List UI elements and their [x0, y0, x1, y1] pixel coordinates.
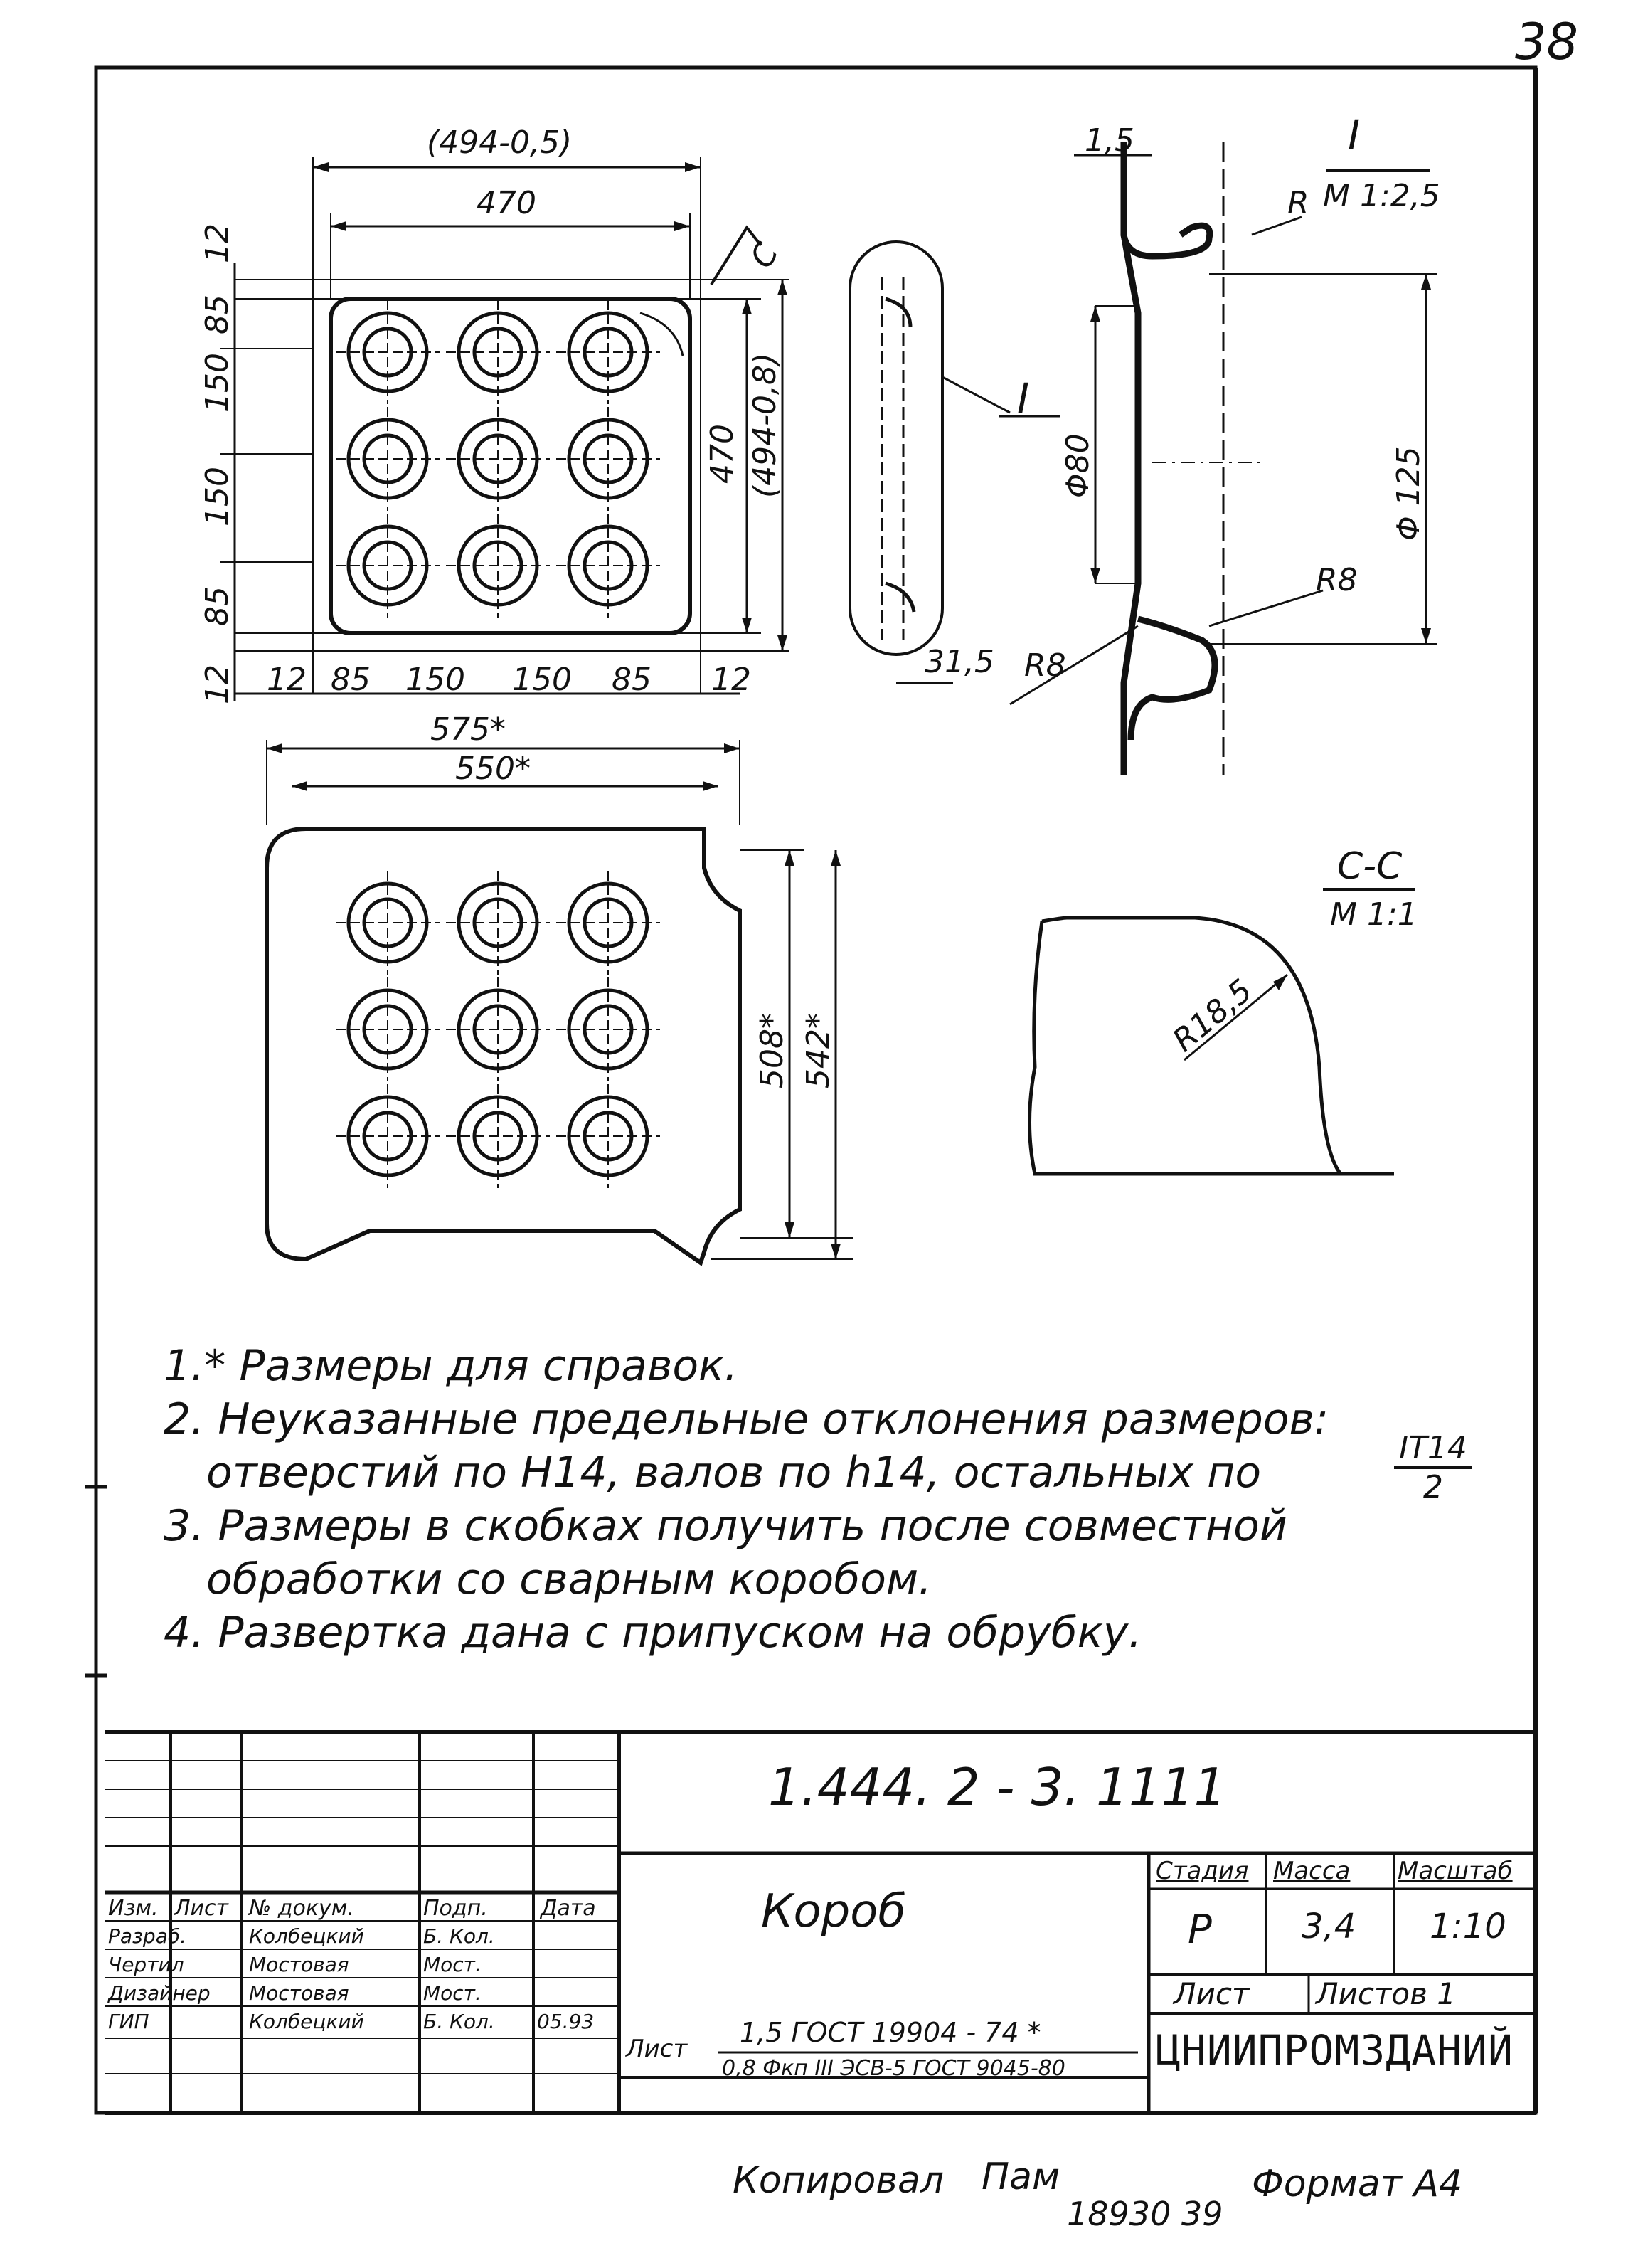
sheets-label: Листов 1: [1316, 1976, 1456, 2011]
copied-signature: Пам: [982, 2156, 1060, 2198]
chain-dim-label: 12: [199, 223, 235, 263]
detail-radius-label: R: [1287, 185, 1309, 221]
archive-number: 18930 39: [1067, 2195, 1223, 2233]
hdr-list: Лист: [174, 1896, 229, 1921]
note-2-cont: отверстий по Н14, валов по h14, остальны…: [206, 1448, 1262, 1498]
hdr-izm: Изм.: [108, 1896, 159, 1921]
note-4: 4. Развертка дана с припуском на обрубку…: [164, 1608, 1142, 1658]
chain-dim-label: 85: [612, 662, 652, 698]
flat-outer-label: 575*: [430, 711, 506, 748]
note-2: 2. Неуказанные предельные отклонения раз…: [164, 1394, 1329, 1444]
dim-height-label: 31,5: [925, 644, 994, 680]
section-title-label: C-C: [1337, 845, 1403, 888]
material-top: 1,5 ГОСТ 19904 - 74 *: [740, 2017, 1041, 2048]
role-1-name: Колбецкий: [249, 1924, 364, 1948]
chain-dim-label: 150: [405, 662, 465, 698]
section-radius-label: R18,5: [1166, 973, 1259, 1059]
title-block-grid: [105, 1730, 1536, 2115]
copied-label: Копировал: [733, 2159, 945, 2202]
flat-vert-inner-label: 508*: [754, 1013, 790, 1088]
format-label: Формат А4: [1252, 2163, 1463, 2205]
role-2: Чертил: [108, 1953, 184, 1976]
mass-value: 3,4: [1302, 1907, 1356, 1946]
r8-right-label: R8: [1316, 562, 1358, 598]
designation: 1.444. 2 - 3. 1111: [768, 1757, 1227, 1817]
note-3: 3. Размеры в скобках получить после совм…: [164, 1501, 1287, 1551]
chain-dim-label: 85: [331, 662, 371, 698]
section-mark-label: C: [743, 237, 786, 274]
flat-pattern-view: [265, 740, 853, 1266]
stage-value: Р: [1188, 1907, 1212, 1953]
role-3-name: Мостовая: [249, 1981, 349, 2005]
chain-dim-label: 85: [199, 295, 235, 334]
material-bottom: 0,8 Фкп III ЭСВ-5 ГОСТ 9045-80: [722, 2056, 1065, 2081]
chain-dim-label: 150: [199, 353, 235, 413]
mass-label: Масса: [1273, 1857, 1351, 1885]
top-plate-view: [220, 157, 789, 701]
note-1: 1.* Размеры для справок.: [164, 1341, 738, 1391]
scale-label: Масштаб: [1398, 1857, 1513, 1885]
section-cc-view: [1028, 888, 1415, 1176]
dia-large-label: Φ 125: [1390, 446, 1427, 541]
sheet-label: Лист: [1174, 1976, 1250, 2011]
detail-callout-label: I: [1017, 374, 1029, 423]
material-label: Лист: [626, 2035, 688, 2063]
stage-label: Стадия: [1156, 1857, 1249, 1885]
hdr-sign: Подп.: [423, 1896, 488, 1921]
role-2-sign: Мост.: [423, 1953, 482, 1976]
dim-right-overall-label: (494-0,8): [747, 353, 783, 498]
role-1: Разраб.: [108, 1924, 187, 1948]
dim-overall-label: (494-0,5): [427, 124, 572, 161]
role-3: Дизайнер: [108, 1981, 211, 2005]
left-dimension-chain: 12 85 150 150 85 12: [199, 223, 235, 704]
scale-value: 1:10: [1430, 1907, 1506, 1946]
tolerance-den: 2: [1423, 1469, 1443, 1505]
role-4: ГИП: [108, 2010, 149, 2033]
detail-view: [849, 142, 1437, 775]
bottom-dimension-chain: 12 85 150 150 85 12: [267, 662, 751, 698]
role-3-sign: Мост.: [423, 1981, 482, 2005]
chain-dim-label: 12: [267, 662, 307, 698]
flat-inner-label: 550*: [455, 751, 531, 787]
tolerance-fraction: IT14 2: [1394, 1430, 1472, 1505]
role-4-sign: Б. Кол.: [423, 2010, 495, 2033]
chain-dim-label: 85: [199, 586, 235, 626]
chain-dim-label: 150: [512, 662, 572, 698]
organization: ЦНИИПРОМЗДАНИЙ: [1156, 2026, 1514, 2074]
detail-title-label: I: [1348, 111, 1360, 159]
part-name: Короб: [761, 1885, 906, 1938]
detail-scale-label: M 1:2,5: [1323, 178, 1440, 214]
chain-dim-label: 12: [199, 664, 235, 704]
role-1-sign: Б. Кол.: [423, 1924, 495, 1948]
tolerance-num: IT14: [1394, 1430, 1472, 1469]
flat-hole-grid: [336, 871, 660, 1188]
role-2-name: Мостовая: [249, 1953, 349, 1976]
flat-vert-outer-label: 542*: [800, 1013, 836, 1088]
role-4-name: Колбецкий: [249, 2010, 364, 2033]
r8-left-label: R8: [1024, 647, 1066, 684]
dim-right-inner-label: 470: [704, 424, 740, 484]
hdr-date: Дата: [541, 1896, 596, 1921]
detail-thickness-label: 1,5: [1085, 122, 1134, 159]
sheet-number: 38: [1515, 13, 1579, 71]
section-scale-label: M 1:1: [1330, 896, 1418, 933]
note-3-cont: обработки со сварным коробом.: [206, 1554, 932, 1604]
top-hole-grid: [336, 300, 660, 618]
hdr-doc: № докум.: [249, 1896, 354, 1921]
role-4-date: 05.93: [537, 2010, 595, 2033]
dim-inner-label: 470: [477, 185, 536, 221]
dia-small-label: Φ80: [1060, 433, 1096, 498]
chain-dim-label: 12: [711, 662, 751, 698]
chain-dim-label: 150: [199, 467, 235, 526]
